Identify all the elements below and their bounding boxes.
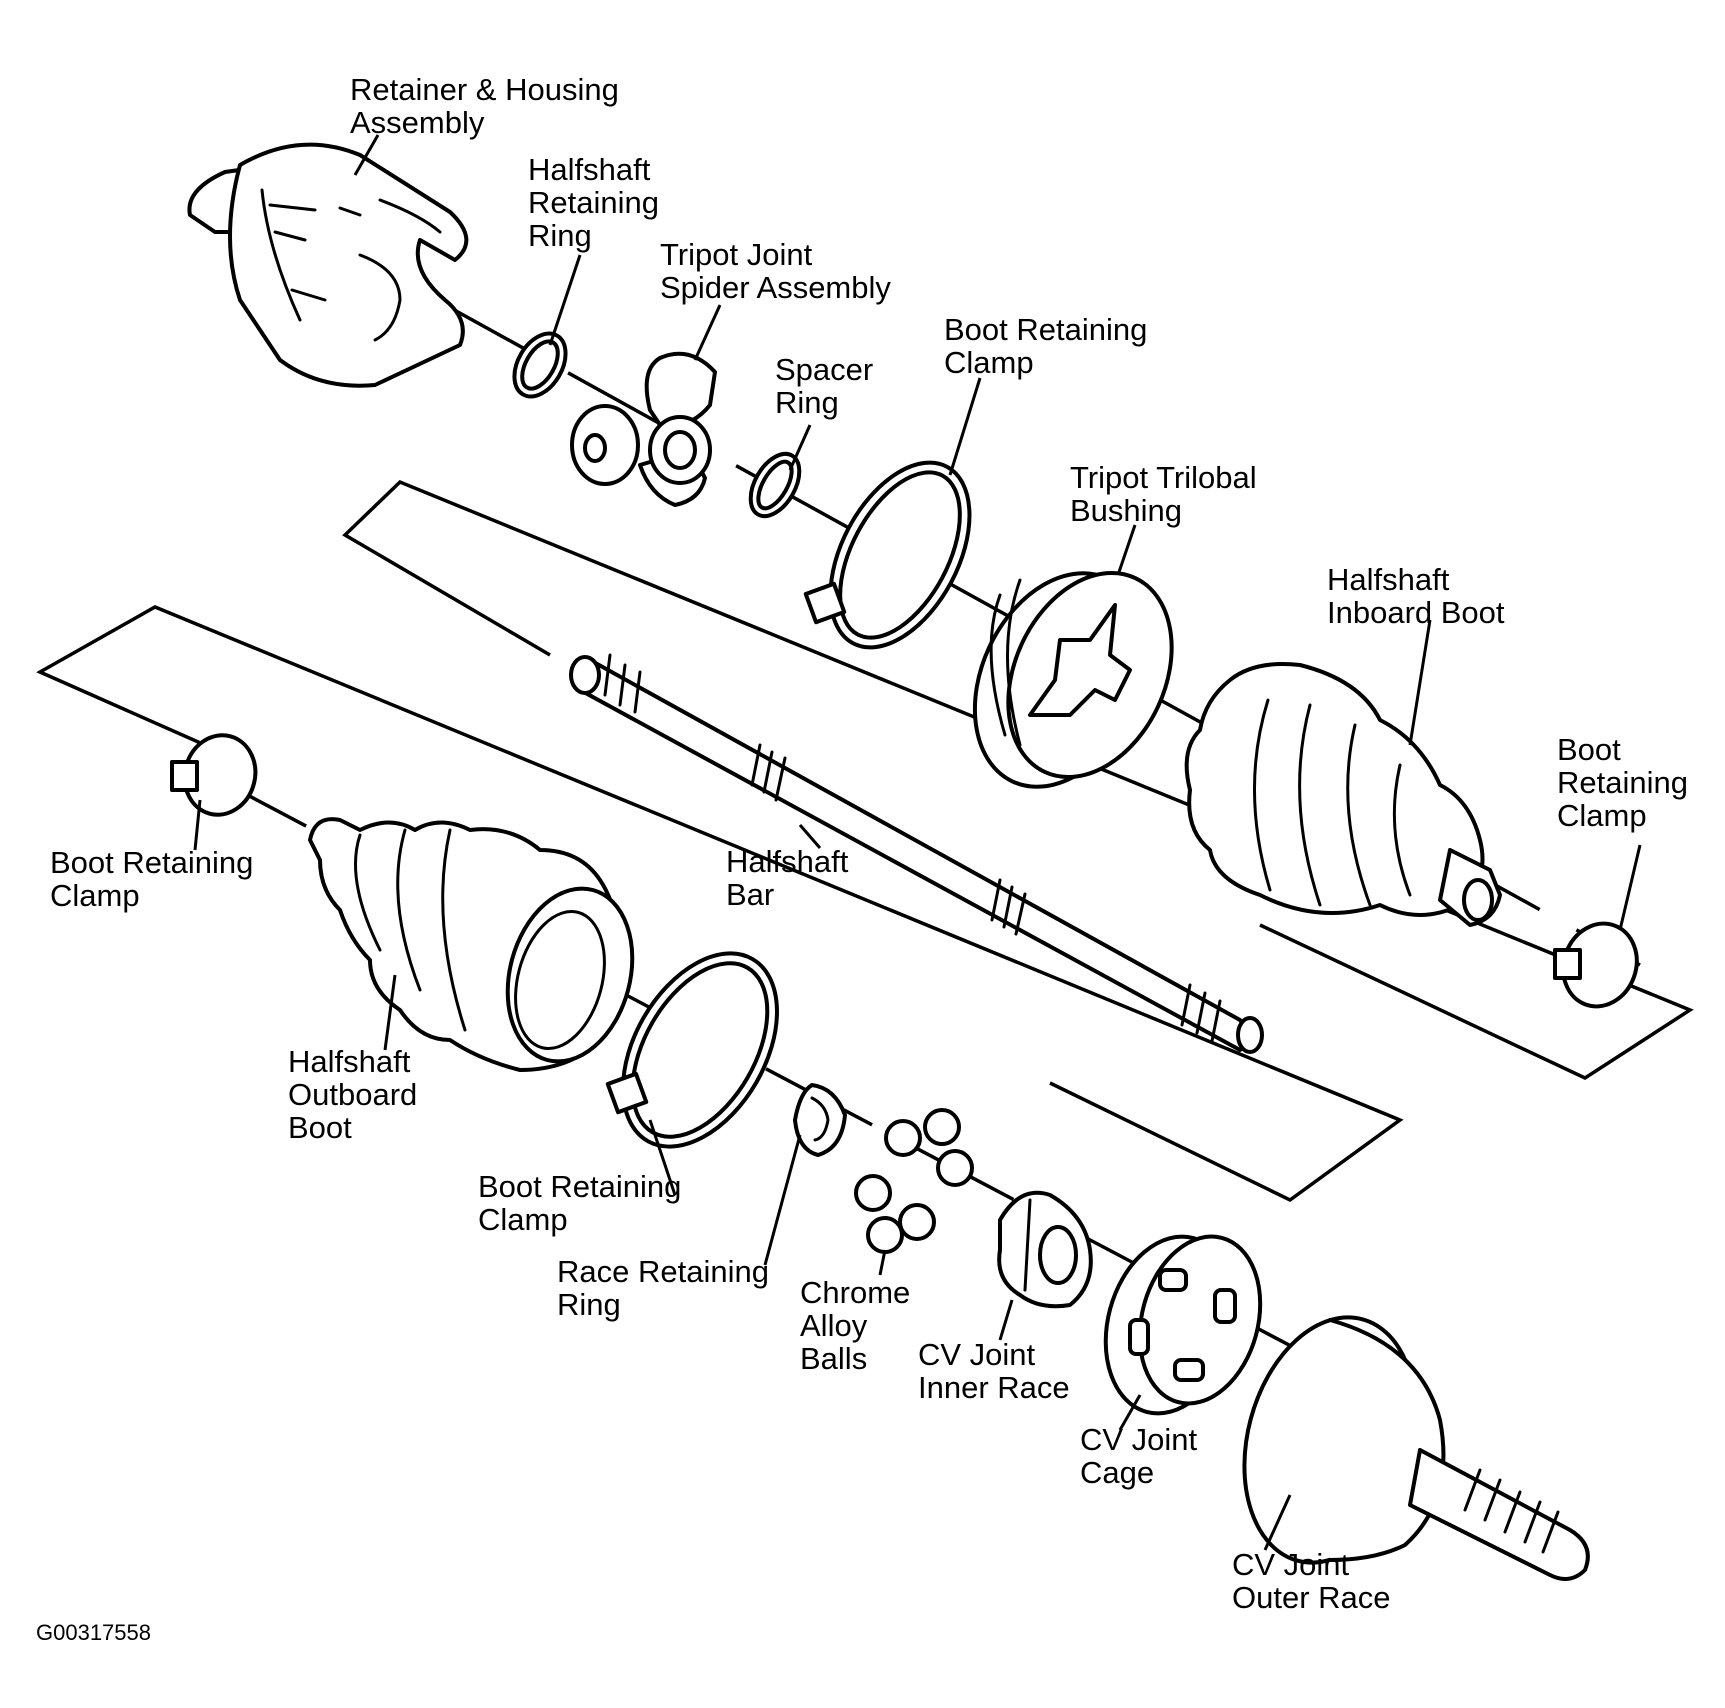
label-line: Boot Retaining bbox=[478, 1169, 681, 1204]
label-boot-retaining-clamp-lower: Boot Retaining Clamp bbox=[478, 1169, 681, 1237]
label-line: Halfshaft bbox=[1327, 562, 1450, 597]
label-line: Clamp bbox=[478, 1202, 568, 1237]
label-line: Tripot Joint bbox=[660, 237, 813, 272]
label-tripot-spider-assembly: Tripot Joint Spider Assembly bbox=[660, 237, 891, 305]
race-retaining-ring bbox=[793, 1083, 847, 1157]
label-line: Balls bbox=[800, 1341, 867, 1376]
tripot-spider-assembly bbox=[570, 351, 717, 507]
boot-retaining-clamp-left bbox=[170, 733, 258, 817]
label-cv-joint-cage: CV Joint Cage bbox=[1080, 1422, 1198, 1490]
spacer-ring bbox=[748, 451, 802, 519]
label-line: Outboard bbox=[288, 1077, 417, 1112]
label-line: Halfshaft bbox=[726, 844, 849, 879]
label-line: Clamp bbox=[944, 345, 1034, 380]
leader-lines bbox=[193, 134, 1642, 1551]
label-line: Inner Race bbox=[918, 1370, 1070, 1405]
label-line: Ring bbox=[557, 1287, 621, 1322]
label-boot-retaining-clamp-right: Boot Retaining Clamp bbox=[1557, 732, 1688, 833]
label-line: Clamp bbox=[50, 878, 140, 913]
retainer-housing-assembly bbox=[187, 142, 469, 388]
label-line: Bar bbox=[726, 877, 774, 912]
label-line: Boot bbox=[288, 1110, 352, 1145]
halfshaft-outboard-boot bbox=[308, 817, 635, 1072]
cv-joint-cage bbox=[1103, 1234, 1263, 1416]
label-line: Outer Race bbox=[1232, 1580, 1391, 1615]
label-line: Retaining bbox=[528, 185, 659, 220]
label-cv-joint-inner-race: CV Joint Inner Race bbox=[918, 1337, 1070, 1405]
boot-retaining-clamp-lower bbox=[605, 951, 779, 1149]
label-line: Boot Retaining bbox=[50, 845, 253, 880]
label-line: Spacer bbox=[775, 352, 873, 387]
label-cv-joint-outer-race: CV Joint Outer Race bbox=[1232, 1547, 1391, 1615]
chrome-alloy-balls bbox=[854, 1108, 974, 1254]
label-boot-retaining-clamp-upper: Boot Retaining Clamp bbox=[944, 312, 1147, 380]
label-line: Halfshaft bbox=[288, 1044, 411, 1079]
label-line: Ring bbox=[775, 385, 839, 420]
halfshaft-retaining-ring bbox=[512, 331, 568, 399]
label-spacer-ring: Spacer Ring bbox=[775, 352, 873, 420]
label-line: Inboard Boot bbox=[1327, 595, 1505, 630]
label-line: Boot bbox=[1557, 732, 1621, 767]
label-line: CV Joint bbox=[1080, 1422, 1198, 1457]
tripot-trilobal-bushing bbox=[972, 570, 1174, 789]
label-halfshaft-bar: Halfshaft Bar bbox=[726, 844, 849, 912]
label-line: CV Joint bbox=[1232, 1547, 1350, 1582]
label-boot-retaining-clamp-left: Boot Retaining Clamp bbox=[50, 845, 253, 913]
label-line: Ring bbox=[528, 218, 592, 253]
label-line: Assembly bbox=[350, 105, 485, 140]
label-race-retaining-ring: Race Retaining Ring bbox=[557, 1254, 769, 1322]
label-line: Cage bbox=[1080, 1455, 1154, 1490]
label-line: Retainer & Housing bbox=[350, 72, 619, 107]
label-line: Race Retaining bbox=[557, 1254, 769, 1289]
label-line: Tripot Trilobal bbox=[1070, 460, 1257, 495]
boot-retaining-clamp-right bbox=[1553, 921, 1639, 1009]
lower-assembly-frame bbox=[36, 605, 1404, 1203]
label-chrome-alloy-balls: Chrome Alloy Balls bbox=[800, 1275, 910, 1376]
halfshaft-bar bbox=[569, 653, 1264, 1054]
label-line: Halfshaft bbox=[528, 152, 651, 187]
label-line: Chrome bbox=[800, 1275, 910, 1310]
halfshaft-inboard-boot bbox=[1184, 662, 1502, 927]
cv-joint-outer-race bbox=[1242, 1315, 1590, 1581]
label-line: CV Joint bbox=[918, 1337, 1036, 1372]
boot-retaining-clamp-upper bbox=[803, 460, 972, 650]
label-line: Clamp bbox=[1557, 798, 1647, 833]
label-tripot-trilobal-bushing: Tripot Trilobal Bushing bbox=[1070, 460, 1257, 528]
label-halfshaft-retaining-ring: Halfshaft Retaining Ring bbox=[528, 152, 659, 253]
label-halfshaft-inboard-boot: Halfshaft Inboard Boot bbox=[1327, 562, 1505, 630]
label-line: Spider Assembly bbox=[660, 270, 891, 305]
label-retainer-housing-assembly: Retainer & Housing Assembly bbox=[350, 72, 619, 140]
figure-code: G00317558 bbox=[36, 1620, 151, 1645]
label-line: Boot Retaining bbox=[944, 312, 1147, 347]
cv-joint-inner-race bbox=[997, 1190, 1093, 1309]
label-line: Retaining bbox=[1557, 765, 1688, 800]
label-line: Bushing bbox=[1070, 493, 1182, 528]
label-halfshaft-outboard-boot: Halfshaft Outboard Boot bbox=[288, 1044, 417, 1145]
label-line: Alloy bbox=[800, 1308, 868, 1343]
